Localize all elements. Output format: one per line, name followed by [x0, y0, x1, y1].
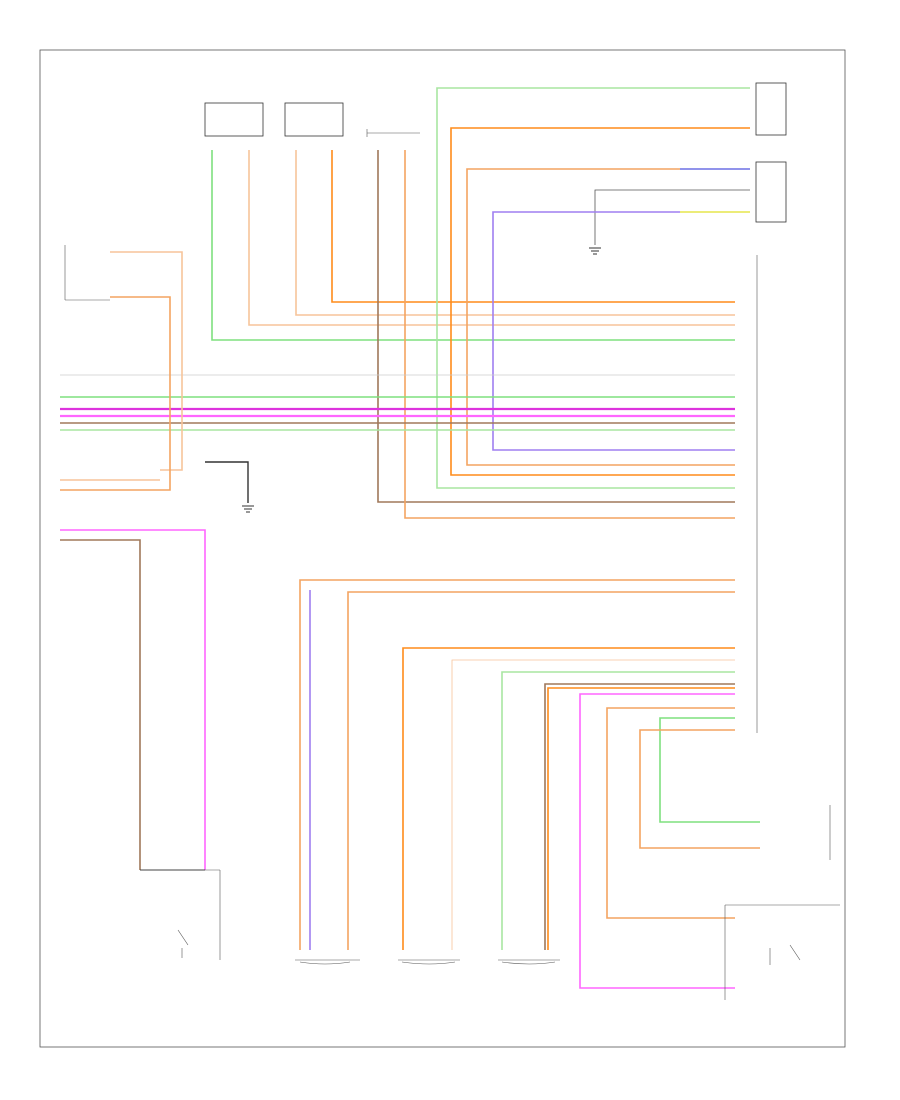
- driver-pretensioner-symbol: [295, 959, 360, 965]
- wire-lf-sensor-2: [248, 150, 735, 326]
- occupant-classification-symbol: [398, 959, 460, 965]
- wire-rear-pretensioner-3: [547, 687, 735, 950]
- wire-dswitch-3: [594, 189, 750, 245]
- wire-occupant-2: [404, 150, 735, 519]
- wire-rear-pretensioner-2: [544, 683, 735, 950]
- wire-dswitch-4: [492, 211, 735, 451]
- wire-lsb-2: [60, 296, 171, 491]
- wire-right-seatbelt-pink: [579, 693, 735, 989]
- left-seat-belt-switch-contact: [177, 929, 189, 958]
- wire-pab-1: [436, 87, 750, 489]
- wire-left-pink: [60, 529, 206, 870]
- wire-dswitch-1: [466, 168, 750, 466]
- ground-symbol-g1: [589, 247, 601, 255]
- wire-occupant-class-2: [451, 659, 735, 950]
- left-front-crash-sensor: [204, 102, 264, 137]
- rear-pretensioner-symbol: [498, 959, 560, 965]
- passenger-airbag-module: [755, 82, 787, 136]
- right-seat-belt-switch-contact: [769, 944, 801, 965]
- wire-pretensioner-driver-1: [299, 579, 735, 950]
- right-front-crash-sensor: [284, 102, 344, 137]
- wire-left-brown: [60, 539, 141, 870]
- ground-symbol-g2: [242, 505, 254, 513]
- wire-occupant-1: [377, 150, 735, 503]
- wire-rf-sensor-2: [331, 150, 735, 303]
- wire-occupant-class-1: [402, 647, 735, 950]
- wire-lsb-ground: [205, 461, 249, 503]
- wire-right-seatbelt-orange: [606, 707, 735, 919]
- wire-lsb-1: [110, 251, 183, 471]
- wire-rear-pretensioner-1: [501, 671, 735, 950]
- diagram-frame: [39, 49, 846, 1048]
- wire-right-sensor-green: [659, 717, 760, 823]
- wire-pab-2: [450, 127, 750, 476]
- passenger-airbag-deactivation-switch: [755, 161, 787, 223]
- wire-lf-sensor-1: [211, 150, 735, 341]
- wire-pretensioner-driver-3: [347, 591, 735, 950]
- wire-right-sensor-orange: [639, 729, 760, 849]
- wire-rf-sensor-1: [295, 150, 735, 316]
